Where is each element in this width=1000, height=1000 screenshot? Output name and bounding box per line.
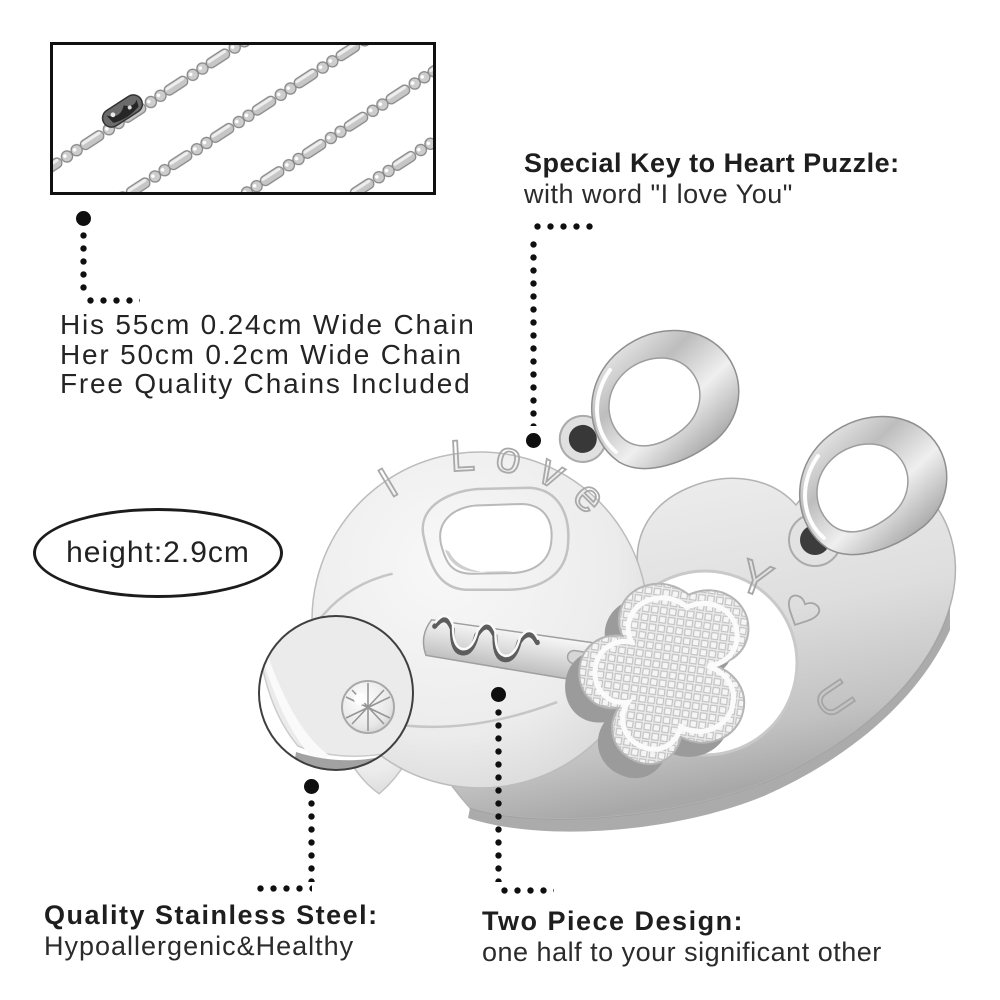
steel-callout-title: Quality Stainless Steel: <box>44 900 379 930</box>
chain-clasp <box>101 94 144 128</box>
gem-facets <box>345 683 391 731</box>
connector-key-dot <box>525 432 541 448</box>
connector-twopiece-vline <box>495 706 502 882</box>
chains-line-3: Free Quality Chains Included <box>60 368 472 399</box>
keyhole-groove <box>421 486 570 592</box>
steel-callout-subtitle: Hypoallergenic&Healthy <box>44 931 355 961</box>
connector-steel-vline <box>308 797 315 882</box>
key-callout-title: Special Key to Heart Puzzle: <box>524 148 900 178</box>
right-bail <box>799 415 948 556</box>
gem-highlight <box>354 693 366 705</box>
two-piece-title: Two Piece Design: <box>482 906 745 936</box>
two-piece-subtitle: one half to your significant other <box>482 937 882 967</box>
ball-chain-illustration <box>53 45 433 192</box>
chains-line-1: His 55cm 0.24cm Wide Chain <box>60 309 476 340</box>
key-teeth-highlight <box>434 614 540 658</box>
gem-magnifier <box>258 615 414 771</box>
keyhole-cutout <box>439 502 553 575</box>
height-badge: height:2.9cm <box>33 508 283 598</box>
left-bail <box>591 329 740 470</box>
chain-strands <box>53 45 433 192</box>
key-callout: Special Key to Heart Puzzle: with word "… <box>524 148 900 209</box>
magnifier-ring <box>258 615 414 771</box>
chains-line-2: Her 50cm 0.2cm Wide Chain <box>60 338 463 370</box>
connector-steel-hline <box>254 885 312 892</box>
height-badge-label: height:2.9cm <box>66 536 250 569</box>
heart-outline-glyph <box>787 594 821 626</box>
steel-callout: Quality Stainless Steel: Hypoallergenic&… <box>44 900 379 961</box>
chain-sample-photo <box>50 42 436 195</box>
two-piece-callout: Two Piece Design: one half to your signi… <box>482 906 882 967</box>
connector-chains-hline <box>84 297 140 304</box>
chains-callout: His 55cm 0.24cm Wide Chain Her 50cm 0.2c… <box>60 310 476 399</box>
connector-chains-dot <box>75 210 91 226</box>
connector-chains-vline <box>80 229 87 297</box>
connector-steel-dot <box>303 778 319 794</box>
keyhole-inner-wall <box>444 549 514 573</box>
connector-twopiece-hline <box>498 887 554 894</box>
connector-key-vline <box>530 238 537 426</box>
key-callout-subtitle: with word "I love You" <box>524 179 793 209</box>
clover-key-bow <box>565 582 750 779</box>
clover-white-border <box>592 595 740 752</box>
connector-twopiece-dot <box>490 686 506 702</box>
left-bail-hole-dark <box>568 424 597 453</box>
connector-key-hline <box>531 223 593 230</box>
